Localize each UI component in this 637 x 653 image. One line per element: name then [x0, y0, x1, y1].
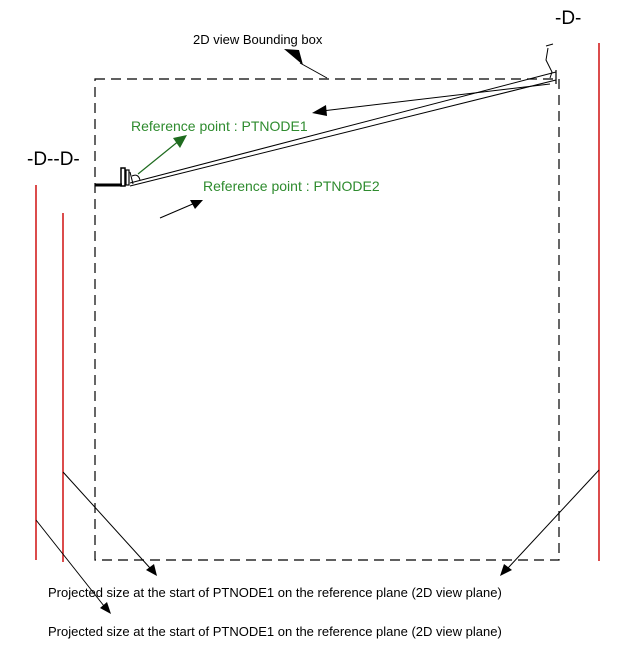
projection-arrow-left-inner [62, 471, 157, 576]
bounding-box-label: 2D view Bounding box [193, 32, 323, 47]
ref-point-2-label: Reference point : PTNODE2 [203, 178, 380, 194]
projection-arrow-left-outer [35, 519, 111, 614]
section-marker-top-right: -D- [555, 8, 581, 29]
member-left-end-detail [95, 167, 141, 187]
section-marker-left: -D--D- [27, 149, 80, 170]
member-top-edge [129, 71, 557, 184]
member-pointer-arrow [312, 83, 551, 116]
projected-size-label-1: Projected size at the start of PTNODE1 o… [48, 585, 502, 600]
bounding-box-rect [94, 78, 560, 561]
ref-point-1-label: Reference point : PTNODE1 [131, 118, 308, 134]
projection-arrow-right [500, 469, 600, 576]
member-bottom-edge [129, 79, 557, 187]
ref-point-1-arrow [137, 135, 187, 175]
projected-size-label-2: Projected size at the start of PTNODE1 o… [48, 624, 502, 639]
ref-point-2-arrow [159, 200, 203, 219]
member-right-end-detail [545, 43, 557, 84]
bounding-box-arrow [284, 49, 328, 79]
